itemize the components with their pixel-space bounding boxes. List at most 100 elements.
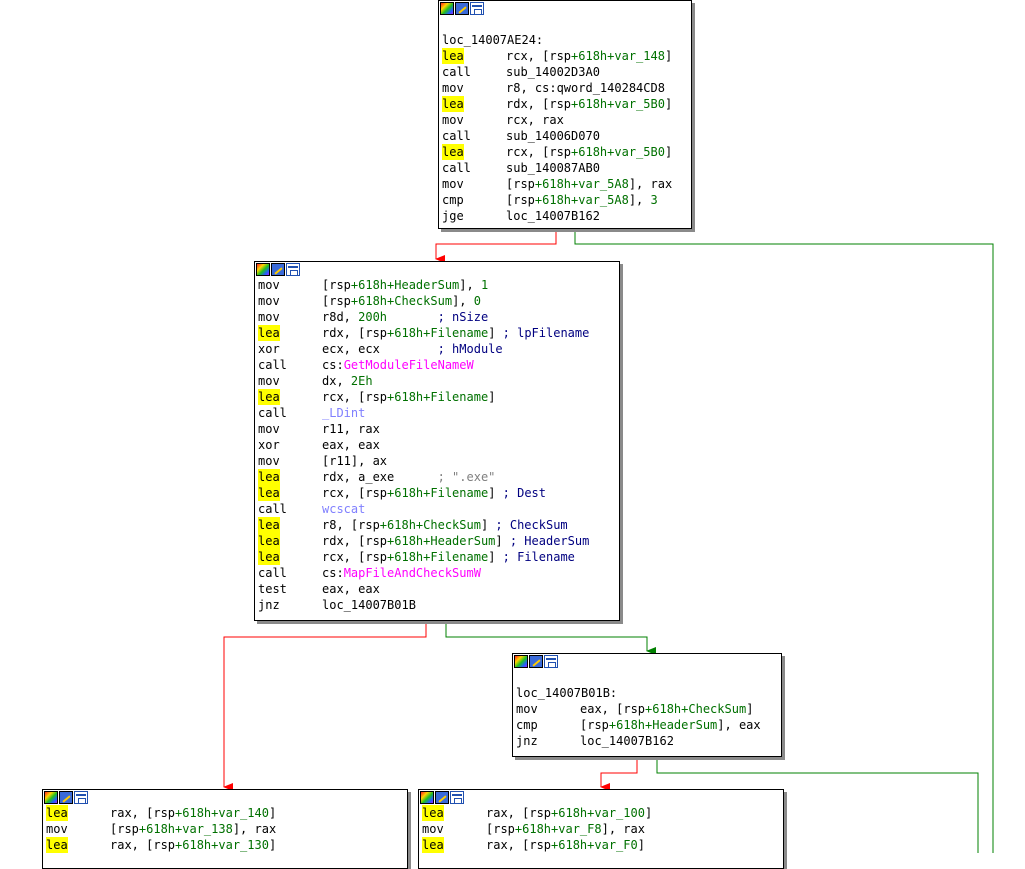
edit-icon[interactable]: [271, 263, 285, 276]
edit-icon[interactable]: [455, 2, 469, 15]
mnemonic: mov: [258, 422, 280, 436]
block-label[interactable]: loc_14007AE24:: [442, 33, 544, 47]
instruction-line[interactable]: mov dx, 2Eh: [258, 373, 619, 389]
operands: rax, [rsp+618h+var_130]: [110, 838, 277, 852]
operands: dx, 2Eh: [322, 374, 373, 388]
edit-icon[interactable]: [59, 791, 73, 804]
mnemonic: call: [442, 65, 471, 79]
instruction-line[interactable]: mov[rsp+618h+CheckSum], 0: [258, 293, 619, 309]
mnemonic: lea: [258, 389, 280, 405]
instruction-line[interactable]: mov[rsp+618h+var_F8], rax: [422, 821, 783, 837]
mnemonic: call: [442, 161, 471, 175]
instruction-line[interactable]: call sub_14006D070: [442, 128, 691, 144]
mnemonic: lea: [46, 805, 68, 821]
mnemonic: mov: [258, 374, 280, 388]
mnemonic: mov: [442, 81, 464, 95]
mnemonic: mov: [258, 278, 280, 292]
operands: [rsp+618h+var_138], rax: [110, 822, 277, 836]
mnemonic: call: [442, 129, 471, 143]
instruction-line[interactable]: mov [r11], ax: [258, 453, 619, 469]
block-header: [255, 262, 619, 277]
color-palette-icon[interactable]: [420, 791, 434, 804]
graph-icon[interactable]: [74, 791, 88, 804]
operands: rcx, [rsp+618h+Filename]: [322, 390, 496, 404]
mnemonic: lea: [258, 325, 280, 341]
mnemonic: call: [258, 566, 287, 580]
operands: r8d, 200h ; nSize: [322, 310, 489, 324]
mnemonic: mov: [258, 454, 280, 468]
color-palette-icon[interactable]: [514, 655, 528, 668]
operands: rcx, [rsp+618h+var_148]: [506, 49, 673, 63]
color-palette-icon[interactable]: [440, 2, 454, 15]
graph-icon[interactable]: [450, 791, 464, 804]
operands: [r11], ax: [322, 454, 388, 468]
graph-icon[interactable]: [544, 655, 558, 668]
mnemonic: cmp: [516, 718, 538, 732]
instruction-line[interactable]: mov[rsp+618h+var_5A8], rax: [442, 176, 691, 192]
block-label[interactable]: loc_14007B01B:: [516, 686, 618, 700]
operands: loc_14007B01B: [322, 598, 416, 612]
mnemonic: lea: [442, 96, 464, 112]
operands: rcx, [rsp+618h+Filename] ; Dest: [322, 486, 546, 500]
edit-icon[interactable]: [435, 791, 449, 804]
graph-icon[interactable]: [470, 2, 484, 15]
operands: r8, cs:qword_140284CD8: [506, 81, 665, 95]
instruction-line[interactable]: mov[rsp+618h+HeaderSum], 1: [258, 277, 619, 293]
instruction-line[interactable]: cmp[rsp+618h+var_5A8], 3: [442, 192, 691, 208]
operands: [rsp+618h+HeaderSum], eax: [580, 718, 761, 732]
instruction-line[interactable]: mov[rsp+618h+var_138], rax: [46, 821, 407, 837]
instruction-line[interactable]: lea rcx, [rsp+618h+Filename]: [258, 389, 619, 405]
mnemonic: mov: [516, 702, 538, 716]
operands: [rsp+618h+var_F8], rax: [486, 822, 645, 836]
mnemonic: call: [258, 406, 287, 420]
operands: loc_14007B162: [580, 734, 674, 748]
operands: sub_14006D070: [506, 129, 600, 143]
color-palette-icon[interactable]: [44, 791, 58, 804]
color-palette-icon[interactable]: [256, 263, 270, 276]
graph-icon[interactable]: [286, 263, 300, 276]
mnemonic: lea: [258, 517, 280, 533]
block-header: [513, 654, 781, 669]
instruction-line[interactable]: cmp [rsp+618h+HeaderSum], eax: [516, 717, 781, 733]
instruction-line[interactable]: call_LDint: [258, 405, 619, 421]
edit-icon[interactable]: [529, 655, 543, 668]
instruction-line[interactable]: mov r8, cs:qword_140284CD8: [442, 80, 691, 96]
